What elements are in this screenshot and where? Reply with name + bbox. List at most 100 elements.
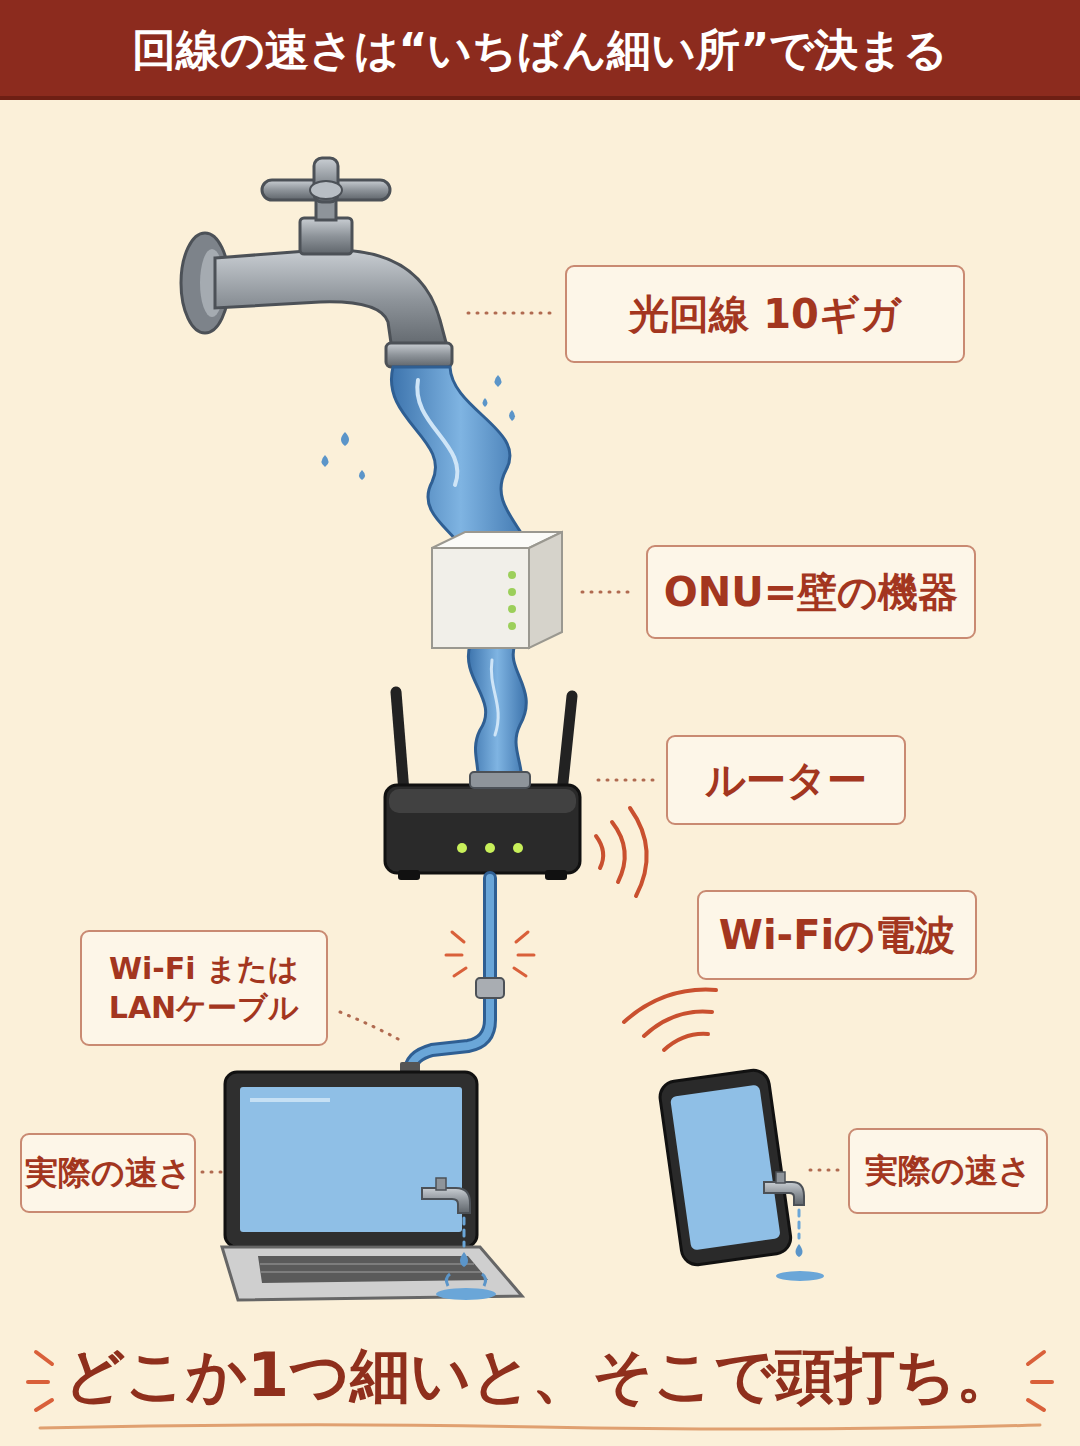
lan-cable-part-part <box>518 954 534 957</box>
onu-device-part <box>432 548 529 648</box>
laptop-part <box>222 1247 522 1300</box>
lan-cable-part-part <box>452 932 464 942</box>
wifi-waves-part <box>624 990 716 1022</box>
smartphone <box>658 1068 793 1267</box>
phone-tap <box>764 1172 824 1281</box>
label-box: 光回線 10ギガ <box>565 265 965 363</box>
lan-cable-part-part <box>446 954 462 957</box>
water-stream-part <box>391 367 530 548</box>
wifi-waves-part <box>644 1012 712 1037</box>
laptop-part-part <box>260 1263 474 1265</box>
laptop-tap-part <box>436 1178 446 1190</box>
title-band <box>0 0 1080 100</box>
water-stream-part <box>417 380 457 485</box>
caption-decoration-part <box>1028 1352 1044 1364</box>
router-part <box>485 843 495 853</box>
label-box: Wi-Fi または LANケーブル <box>80 930 328 1046</box>
laptop-tap-part <box>446 1274 485 1286</box>
water-stream <box>322 367 535 782</box>
router-part <box>389 789 576 813</box>
lan-cable-part-part <box>514 968 526 976</box>
lan-cable-part-part <box>454 968 466 976</box>
phone-tap-part <box>776 1172 785 1183</box>
label-box: 実際の速さ <box>20 1133 196 1213</box>
caption-decoration-part <box>1028 1400 1044 1410</box>
leader-lines-part <box>340 1012 400 1040</box>
laptop-part <box>260 1264 481 1272</box>
laptop-tap-part <box>463 1218 466 1246</box>
caption: どこか1つ細いと、そこで頭打ち。 <box>0 1336 1080 1417</box>
onu-device-part <box>529 532 562 648</box>
router-part <box>513 843 523 853</box>
laptop <box>222 1072 522 1300</box>
laptop-tap <box>422 1178 496 1300</box>
phone-tap-part <box>796 1244 803 1257</box>
faucet-part <box>215 250 448 350</box>
router-part <box>385 785 580 873</box>
laptop-part-part <box>261 1271 481 1273</box>
lan-cable-part <box>410 878 490 1072</box>
faucet <box>181 158 452 367</box>
leader-lines-part <box>202 1171 222 1174</box>
caption-text: どこか1つ細いと、そこで頭打ち。 <box>64 1340 1016 1410</box>
label-text: 実際の速さ <box>25 1153 192 1193</box>
router <box>385 692 580 880</box>
lan-cable <box>400 878 534 1074</box>
label-box: ONU=壁の機器 <box>646 545 976 639</box>
title-band-edge <box>0 96 1080 100</box>
laptop-tap-part <box>460 1252 468 1267</box>
laptop-tap-part <box>422 1188 470 1213</box>
leader-lines-part <box>598 779 656 782</box>
faucet-part <box>386 343 452 367</box>
label-text: ルーター <box>705 756 867 804</box>
wifi-waves-part <box>630 808 647 896</box>
label-text: Wi-Fi または LANケーブル <box>92 949 316 1027</box>
onu-device-part <box>508 588 516 596</box>
wifi-waves-part <box>612 822 625 882</box>
label-box: Wi-Fiの電波 <box>697 890 977 980</box>
caption-decoration-part <box>28 1380 48 1384</box>
caption-decoration-part <box>40 1425 1040 1429</box>
onu-device-part <box>508 605 516 613</box>
water-stream-part <box>491 660 498 735</box>
caption-decoration-part <box>36 1352 52 1364</box>
router-part <box>470 772 530 788</box>
laptop-tap-part <box>436 1288 496 1300</box>
wifi-waves-part <box>664 1034 708 1050</box>
water-stream-part <box>359 470 365 480</box>
laptop-part <box>258 1256 488 1283</box>
router-part <box>562 696 572 792</box>
caption-decoration-part <box>36 1400 52 1410</box>
title: 回線の速さは“いちばん細い所”で決まる <box>0 0 1080 100</box>
lan-cable-part <box>476 978 504 998</box>
label-text: 実際の速さ <box>865 1151 1032 1191</box>
water-stream-part <box>341 432 349 446</box>
laptop-part <box>225 1072 477 1247</box>
water-stream-part <box>495 375 502 387</box>
water-stream-part <box>322 455 329 467</box>
phone-tap-part <box>776 1271 824 1281</box>
faucet-part <box>300 218 352 254</box>
leader-lines-part <box>468 312 552 315</box>
water-stream-part <box>483 398 488 407</box>
leader-lines-part <box>582 591 636 594</box>
router-part <box>396 692 404 792</box>
lan-cable-part-part <box>516 932 528 942</box>
title-text: 回線の速さは“いちばん細い所”で決まる <box>132 21 949 80</box>
label-text: 光回線 10ギガ <box>629 290 901 338</box>
router-part <box>457 843 467 853</box>
faucet-part <box>310 181 342 199</box>
label-box: 実際の速さ <box>848 1128 1048 1214</box>
smartphone-part <box>670 1084 781 1250</box>
faucet-part <box>262 180 390 200</box>
router-part <box>398 870 420 880</box>
onu-device <box>432 532 562 648</box>
onu-device-part <box>508 571 516 579</box>
lan-cable-part <box>410 878 490 1072</box>
laptop-part <box>240 1087 462 1232</box>
smartphone-part <box>658 1068 793 1267</box>
leader-lines-part <box>810 1169 838 1172</box>
label-text: ONU=壁の機器 <box>664 568 958 616</box>
